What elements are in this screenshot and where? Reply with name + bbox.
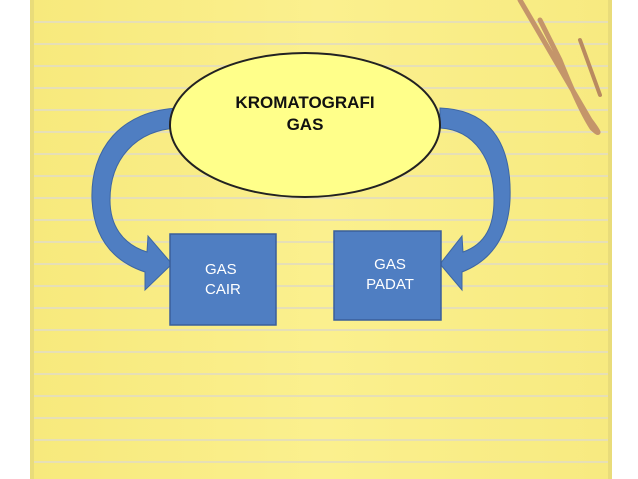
gas-padat-label: GAS PADAT bbox=[355, 255, 425, 294]
kromatografi-gas-oval bbox=[169, 52, 441, 198]
paperclip-icon bbox=[517, 0, 602, 135]
gas-padat-line2: PADAT bbox=[366, 275, 414, 293]
gas-cair-box bbox=[169, 233, 277, 326]
gas-padat-box bbox=[333, 230, 442, 321]
ruled-lines bbox=[30, 21, 612, 463]
gas-padat-line1: GAS bbox=[374, 256, 406, 273]
kromatografi-gas-line2: GAS bbox=[286, 115, 324, 135]
left-curved-arrow bbox=[91, 107, 181, 292]
gas-cair-line1: GAS bbox=[205, 261, 237, 278]
gas-cair-label: GAS CAIR bbox=[205, 260, 265, 299]
kromatografi-gas-line1: KROMATOGRAFI bbox=[235, 93, 375, 112]
paper-edge-left bbox=[30, 0, 34, 479]
paper-edge-right bbox=[608, 0, 612, 479]
right-curved-arrow bbox=[439, 107, 511, 292]
gas-cair-line2: CAIR bbox=[205, 280, 241, 298]
kromatografi-gas-label: KROMATOGRAFI GAS bbox=[190, 92, 420, 136]
